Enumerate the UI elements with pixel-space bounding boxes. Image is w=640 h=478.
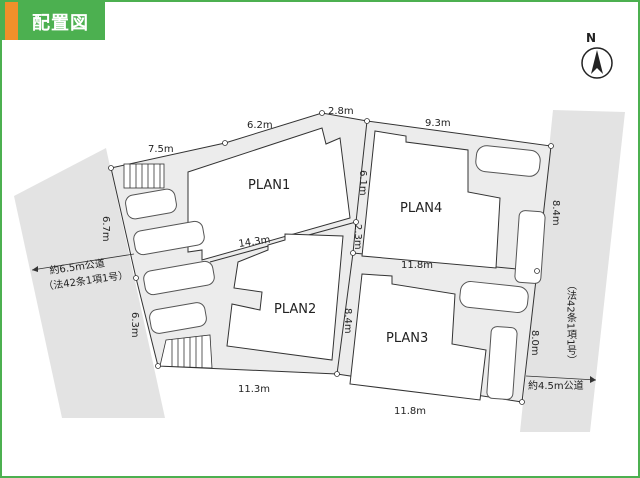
car-icon — [149, 302, 207, 334]
building-plan4 — [361, 130, 501, 269]
north-label: N — [586, 31, 596, 45]
dim-6-3: 6.3m — [129, 312, 140, 338]
dim-8-4-mid: 8.4m — [342, 308, 353, 334]
plan3-label: PLAN3 — [386, 331, 428, 346]
dim-11-3-text: 11.3m — [238, 384, 270, 395]
dim-6-1: 6.1m — [357, 170, 368, 196]
title-tab: 配置図 — [2, 2, 105, 40]
arrow-head-icon — [590, 376, 596, 383]
north-arrow-icon: N — [581, 31, 613, 79]
dim-7-5: 7.5m — [148, 144, 174, 155]
parking-cars — [125, 145, 546, 400]
title-accent — [5, 2, 18, 40]
building-plan1 — [187, 127, 351, 261]
car-icon — [486, 326, 518, 400]
car-icon — [125, 188, 177, 220]
left-road — [14, 148, 165, 418]
dim-6-7: 6.7m — [100, 216, 111, 242]
car-icon — [143, 260, 215, 296]
dim-11-8-bottom: 11.8m — [394, 406, 426, 417]
stairs-bottom — [159, 334, 213, 369]
car-icon — [475, 145, 541, 177]
dim-9-3: 9.3m — [425, 118, 451, 129]
right-road-width-arrow — [525, 375, 597, 381]
car-icon — [514, 210, 546, 284]
plan4-label: PLAN4 — [400, 201, 442, 216]
dim-8-4-right: 8.4m — [550, 200, 561, 226]
building-plan2 — [226, 233, 344, 361]
dim-2-3: 2.3m — [352, 224, 363, 250]
dim-2-8: 2.8m — [328, 106, 354, 117]
car-icon — [459, 281, 529, 313]
left-road-width-arrow — [31, 253, 135, 271]
page-title: 配置図 — [32, 13, 89, 34]
right-road-law: （法42条1項1号） — [565, 280, 577, 365]
arrow-head-icon — [32, 266, 38, 272]
plan1-label: PLAN1 — [248, 178, 290, 193]
dim-6-2: 6.2m — [247, 120, 273, 131]
boundary-markers — [108, 110, 554, 405]
right-road-label: 約4.5m公道 — [528, 379, 584, 392]
lot-divider-vertical — [336, 120, 368, 375]
dim-8-0: 8.0m — [529, 330, 540, 356]
building-plan3 — [349, 273, 487, 401]
car-icon — [133, 220, 205, 256]
dim-11-8-mid: 11.8m — [401, 260, 433, 271]
stairs-top — [123, 163, 165, 189]
dim-14-3: 14.3m — [238, 235, 271, 250]
plan2-label: PLAN2 — [274, 302, 316, 317]
